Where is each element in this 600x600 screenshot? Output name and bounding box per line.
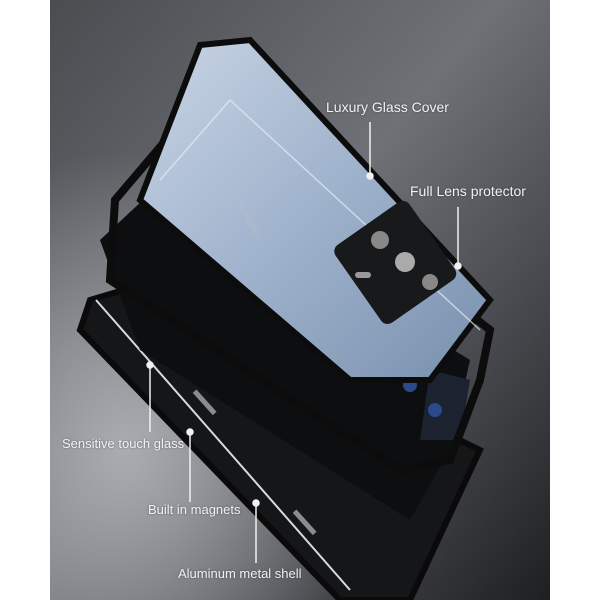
callout-sensitive-touch-glass: Sensitive touch glass (62, 436, 185, 451)
callout-full-lens-protector: Full Lens protector (410, 183, 526, 199)
callout-lines (146, 122, 462, 563)
callout-built-in-magnets: Built in magnets (148, 502, 241, 517)
callout-luxury-glass-cover: Luxury Glass Cover (326, 99, 449, 115)
callout-aluminum-metal-shell: Aluminum metal shell (178, 566, 302, 581)
product-photo (50, 0, 550, 600)
phone-body (100, 175, 470, 520)
lens-protector (334, 200, 457, 324)
